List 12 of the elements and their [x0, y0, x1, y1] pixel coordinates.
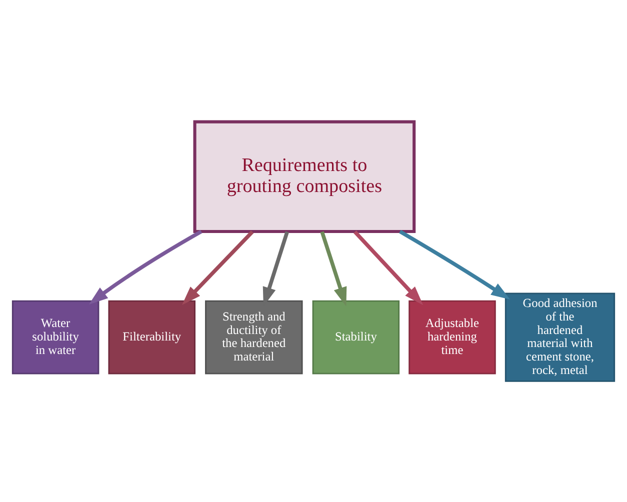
- arrow: [88, 229, 202, 304]
- node-box: Strength and ductility of the hardened material: [205, 300, 303, 374]
- node-box: Stability: [312, 300, 400, 374]
- arrow: [320, 230, 347, 306]
- arrow: [182, 230, 254, 304]
- arrow: [399, 229, 510, 300]
- node-box: Filterability: [108, 300, 196, 374]
- arrow: [354, 230, 424, 305]
- node-box: Adjustable hardening time: [408, 300, 496, 374]
- node-box: Good adhesion of the hardened material with cement stone, rock, metal: [504, 292, 616, 382]
- node-box: Requirements to grouting composites: [193, 120, 416, 232]
- node-box: Water solubility in water: [12, 300, 100, 374]
